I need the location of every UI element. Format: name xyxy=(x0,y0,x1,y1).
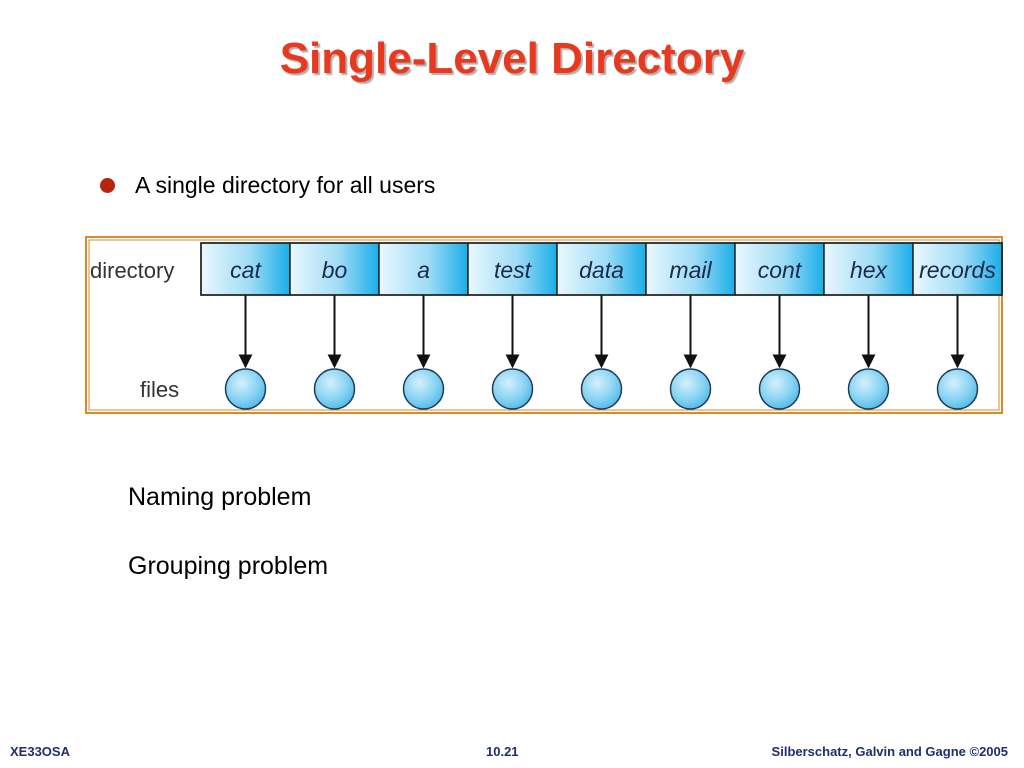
entry-name: data xyxy=(579,257,624,283)
file-node xyxy=(669,368,712,410)
directory-entry-records: records xyxy=(912,242,1003,410)
directory-entry-bo: bo xyxy=(289,242,380,410)
directory-entry-data: data xyxy=(556,242,647,410)
bullet-text: A single directory for all users xyxy=(135,172,436,198)
directory-entry-a: a xyxy=(378,242,469,410)
naming-problem-text: Naming problem xyxy=(128,483,312,511)
entry-name: cat xyxy=(230,257,262,283)
footer-course-code: XE33OSA xyxy=(10,744,70,759)
footer-copyright: Silberschatz, Galvin and Gagne ©2005 xyxy=(771,744,1008,759)
diagram-inner-frame xyxy=(88,239,1000,411)
file-node xyxy=(758,368,801,410)
entry-name: mail xyxy=(669,257,712,283)
file-node xyxy=(847,368,890,410)
single-level-directory-diagram: directory files cat bo a test data mail cont he… xyxy=(85,236,1003,414)
entry-name: test xyxy=(494,257,533,283)
bullet-dot-icon xyxy=(100,178,115,193)
directory-entry-mail: mail xyxy=(645,242,736,410)
entry-cell xyxy=(289,242,380,296)
entry-name: cont xyxy=(758,257,803,283)
file-node xyxy=(491,368,534,410)
grouping-problem-text: Grouping problem xyxy=(128,552,329,580)
file-node xyxy=(580,368,623,410)
files-label: files xyxy=(140,377,179,402)
entry-cell xyxy=(200,242,291,296)
directory-entry-cat: cat xyxy=(200,242,291,410)
directory-entry-cont: cont xyxy=(734,242,825,410)
file-node xyxy=(224,368,267,410)
entry-name: bo xyxy=(322,257,348,283)
bullet-item: A single directory for all users xyxy=(100,172,435,199)
entry-cell xyxy=(556,242,647,296)
entry-cell xyxy=(378,242,469,296)
file-node xyxy=(402,368,445,410)
entry-cell xyxy=(734,242,825,296)
entry-cell xyxy=(912,242,1003,296)
entry-name: records xyxy=(919,257,996,283)
directory-label: directory xyxy=(90,258,174,283)
directory-entry-test: test xyxy=(467,242,558,410)
slide-title: Single-Level Directory xyxy=(279,34,745,83)
directory-diagram-svg: directory files cat bo a test data mail cont he… xyxy=(85,236,1003,414)
footer-page-number: 10.21 xyxy=(486,744,519,759)
entry-cell xyxy=(467,242,558,296)
directory-entry-bar xyxy=(200,242,1003,296)
file-node xyxy=(936,368,979,410)
file-node xyxy=(313,368,356,410)
directory-entries: cat bo a test data mail cont hex records xyxy=(200,242,1003,410)
entry-name: a xyxy=(417,257,430,283)
entry-name: hex xyxy=(850,257,889,283)
